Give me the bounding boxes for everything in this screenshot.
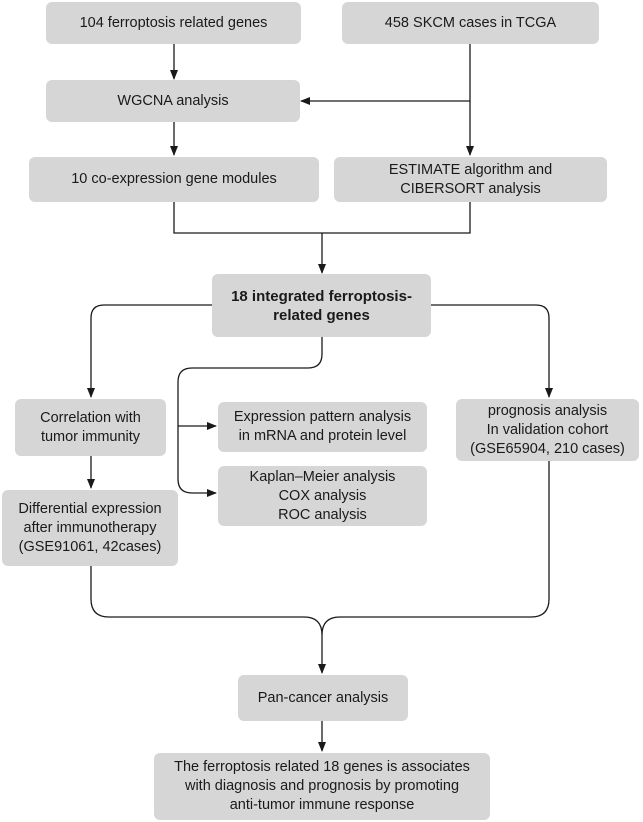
node-prognosis-validation: prognosis analysis In validation cohort … xyxy=(456,399,639,461)
node-pan-cancer: Pan-cancer analysis xyxy=(238,675,408,721)
node-conclusion: The ferroptosis related 18 genes is asso… xyxy=(154,753,490,820)
node-estimate: ESTIMATE algorithm and CIBERSORT analysi… xyxy=(334,157,607,202)
node-expression-pattern: Expression pattern analysis in mRNA and … xyxy=(218,402,427,452)
node-gene-modules: 10 co-expression gene modules xyxy=(29,157,319,202)
arrow-integrated-to-correlation xyxy=(87,304,212,398)
middle-branch xyxy=(177,337,323,497)
node-differential-expression: Differential expression after immunother… xyxy=(2,490,178,566)
node-ferroptosis-genes: 104 ferroptosis related genes xyxy=(46,2,301,44)
node-correlation-immunity: Correlation with tumor immunity xyxy=(15,399,166,456)
node-wgcna: WGCNA analysis xyxy=(46,80,300,122)
node-skcm-cases: 458 SKCM cases in TCGA xyxy=(342,2,599,44)
node-integrated-genes: 18 integrated ferroptosis- related genes xyxy=(212,274,431,337)
arrow-integrated-to-prognosis xyxy=(431,304,553,398)
node-kaplan-meier: Kaplan–Meier analysis COX analysis ROC a… xyxy=(218,466,427,526)
merge-line xyxy=(173,202,471,234)
